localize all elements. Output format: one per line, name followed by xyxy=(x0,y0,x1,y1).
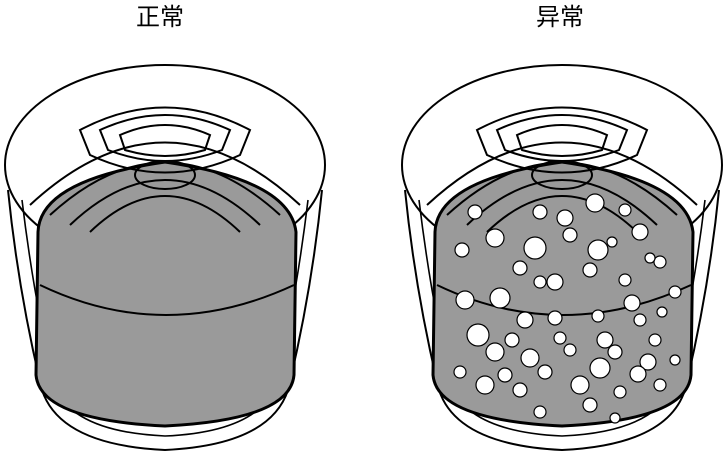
bubble xyxy=(606,236,618,248)
ring-arc-3 xyxy=(69,179,261,226)
nozzle-core xyxy=(118,124,212,157)
ring-arc-2 xyxy=(49,161,281,216)
bubble xyxy=(591,309,605,323)
bubble xyxy=(454,242,470,258)
ring-arc-2 xyxy=(446,161,678,216)
bubble xyxy=(629,365,647,383)
bubble xyxy=(653,255,667,269)
bubble xyxy=(485,228,505,248)
bubble xyxy=(631,223,649,241)
bubble xyxy=(455,290,475,310)
bubble xyxy=(466,323,490,347)
bubble xyxy=(607,344,623,360)
bubble xyxy=(563,343,577,357)
ring-arc-1 xyxy=(426,141,698,206)
bubble xyxy=(653,378,667,392)
bubble xyxy=(639,353,657,371)
bubble xyxy=(623,294,641,312)
nozzle-inner xyxy=(495,114,629,162)
bubble xyxy=(618,203,632,217)
bubble xyxy=(512,260,528,276)
nozzle-core xyxy=(515,124,609,157)
bubble xyxy=(553,331,567,345)
bubble xyxy=(546,273,564,291)
cup-normal xyxy=(4,64,326,452)
nozzle-tip xyxy=(134,160,196,190)
bubble xyxy=(669,354,681,366)
bubble-group xyxy=(453,193,682,424)
bubble xyxy=(570,375,590,395)
cup-abnormal xyxy=(401,64,723,452)
bubble xyxy=(523,236,547,260)
ring-arc-1 xyxy=(29,141,301,206)
bubble xyxy=(562,227,578,243)
cup-wall-outer xyxy=(7,189,323,452)
bubble xyxy=(497,367,513,383)
bubble xyxy=(582,262,598,278)
bubble xyxy=(587,239,609,261)
bubble xyxy=(467,204,483,220)
bubble xyxy=(648,333,662,347)
bubble xyxy=(489,287,511,309)
bubble xyxy=(633,313,647,327)
bubble xyxy=(644,252,656,264)
bubble xyxy=(596,331,614,349)
cup-wall-outer xyxy=(404,189,720,452)
bubble xyxy=(609,412,621,424)
bubble xyxy=(618,273,632,287)
bubble xyxy=(656,306,668,318)
bubble xyxy=(485,342,505,362)
bubble xyxy=(589,357,611,379)
nozzle-outer xyxy=(475,106,649,174)
content-fill xyxy=(34,160,298,428)
bubble xyxy=(504,332,520,348)
bubble xyxy=(556,209,574,227)
bubble xyxy=(520,348,540,368)
bubble xyxy=(613,385,627,399)
bubble xyxy=(533,405,547,419)
bubble xyxy=(475,375,495,395)
nozzle-outer xyxy=(78,106,252,174)
ring-arc-4 xyxy=(89,195,241,233)
nozzle-tip xyxy=(531,160,593,190)
bubble xyxy=(516,311,534,329)
bubble xyxy=(582,397,598,413)
bubble xyxy=(585,193,605,213)
nozzle-inner xyxy=(98,114,232,162)
content-band xyxy=(39,284,295,316)
bubble xyxy=(547,310,563,326)
ring-arc-4 xyxy=(486,195,638,233)
ring-arc-3 xyxy=(466,179,658,226)
bubble xyxy=(668,285,682,299)
caption-normal: 正常 xyxy=(136,3,184,31)
bubble xyxy=(537,364,553,380)
bubble xyxy=(533,275,547,289)
caption-abnormal: 异常 xyxy=(536,3,584,31)
bubble xyxy=(453,365,467,379)
bubble xyxy=(532,204,548,220)
bubble xyxy=(512,382,528,398)
